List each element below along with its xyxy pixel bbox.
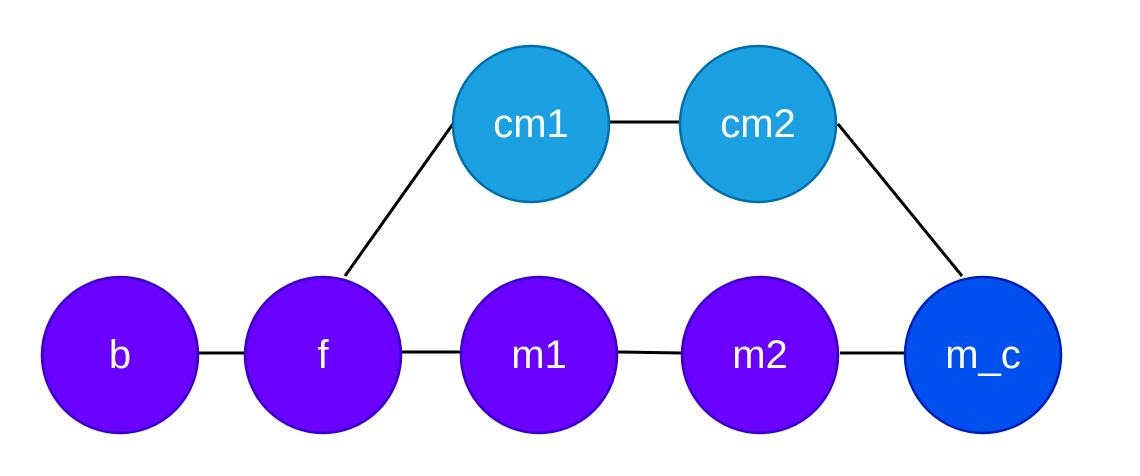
node-circle bbox=[903, 275, 1063, 435]
nodes-layer: b f m1 m2 m_c cm1 cm2 bbox=[40, 44, 1063, 435]
node-circle bbox=[451, 44, 611, 204]
node-b: b bbox=[40, 275, 200, 435]
node-label: cm1 bbox=[493, 102, 569, 146]
edge-cm2-m-c bbox=[836, 123, 964, 277]
node-m-c: m_c bbox=[903, 275, 1063, 435]
node-m1: m1 bbox=[459, 275, 619, 435]
edges-layer bbox=[199, 120, 964, 355]
node-label: m1 bbox=[511, 333, 567, 377]
node-m2: m2 bbox=[680, 275, 840, 435]
node-label: m2 bbox=[732, 333, 788, 377]
node-circle bbox=[680, 275, 840, 435]
node-f: f bbox=[243, 275, 403, 435]
edge-f-cm1 bbox=[343, 120, 457, 277]
node-label: b bbox=[109, 333, 131, 377]
node-circle bbox=[243, 275, 403, 435]
node-label: f bbox=[317, 333, 329, 377]
node-cm1: cm1 bbox=[451, 44, 611, 204]
node-circle bbox=[678, 44, 838, 204]
edge-m1-m2 bbox=[617, 350, 682, 355]
node-circle bbox=[40, 275, 200, 435]
node-circle bbox=[459, 275, 619, 435]
node-cm2: cm2 bbox=[678, 44, 838, 204]
node-label: m_c bbox=[945, 333, 1021, 377]
node-label: cm2 bbox=[720, 102, 796, 146]
